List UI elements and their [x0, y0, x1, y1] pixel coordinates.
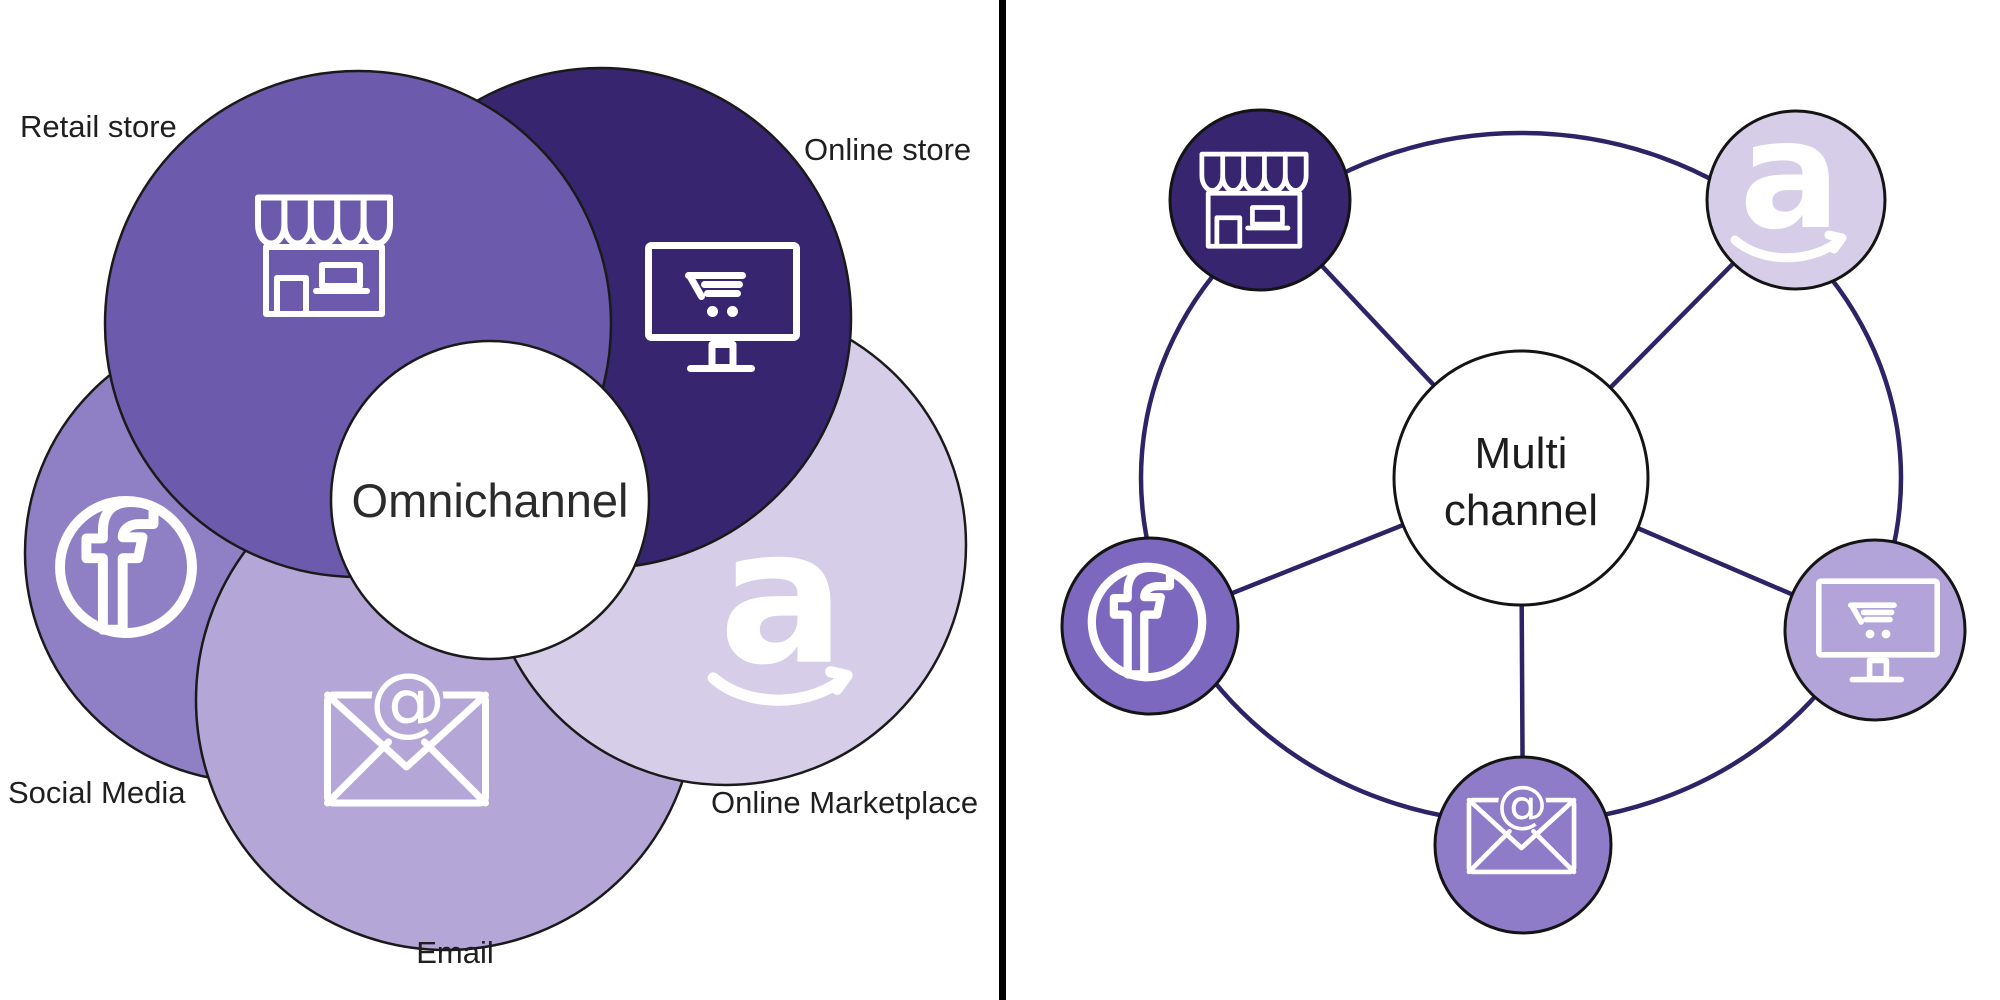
label-retail-store: Retail store [20, 109, 177, 144]
omnichannel-center-circle [329, 339, 651, 661]
omnichannel-title: Omnichannel [352, 474, 629, 527]
multichannel-title-line1: Multi [1475, 429, 1568, 478]
label-social-media: Social Media [8, 775, 186, 810]
store-node-circle [1168, 108, 1352, 292]
multichannel-title-line2: channel [1444, 486, 1598, 535]
monitor-node-circle [1783, 538, 1967, 722]
label-online-marketplace: Online Marketplace [711, 785, 978, 820]
amazon-node-icon [1735, 89, 1842, 263]
label-email: Email [416, 935, 494, 970]
divider-line [999, 0, 1006, 1000]
amazon-icon [713, 489, 847, 707]
label-online-store: Online store [804, 132, 971, 167]
multichannel-center-circle [1392, 349, 1650, 607]
